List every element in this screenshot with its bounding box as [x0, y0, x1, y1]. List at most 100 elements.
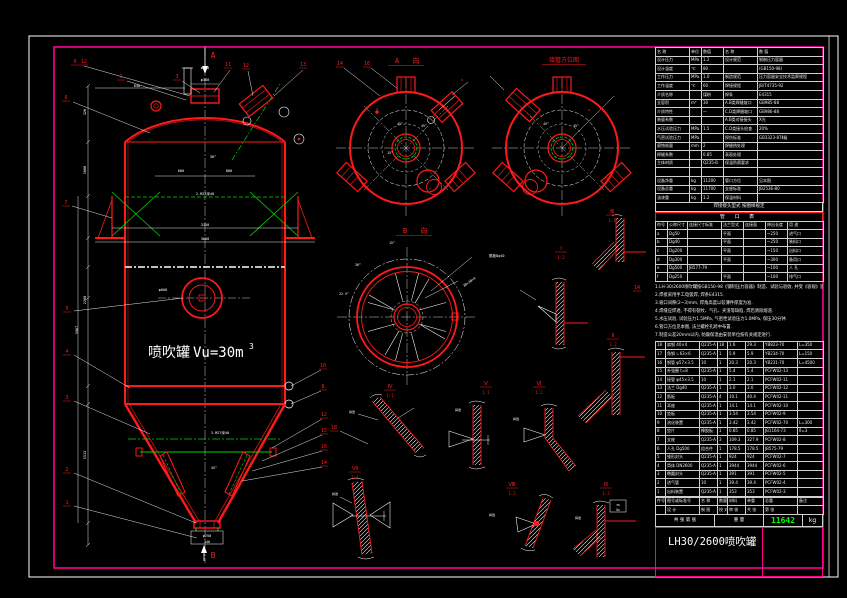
spokes [367, 273, 447, 361]
cell [797, 478, 824, 488]
dim-text: 36 [616, 503, 620, 507]
cell [689, 158, 702, 169]
cell: PCFW02-4 [763, 478, 798, 488]
cell: 1.2 [701, 55, 724, 66]
cell: 924 [727, 452, 746, 463]
cell: 见本图 [757, 175, 824, 186]
view-a-title-dir: 向 [413, 56, 420, 65]
cell: 工作温度 [655, 81, 690, 91]
cell: 工作压力 [655, 72, 690, 83]
cell: 腐蚀裕量 [655, 141, 690, 152]
cell: 1.0 [701, 72, 724, 83]
cell: MPa [689, 132, 702, 143]
note-line: 5.水压试验, 试验压力1.5MPa, 气密性试验压力1.0MPa, 保压30分… [655, 317, 787, 323]
cell [687, 272, 722, 282]
vessel-elevation [71, 46, 399, 563]
cell: d [655, 255, 668, 265]
cell: Q235-A [699, 401, 718, 411]
cell: 法兰型式 [721, 220, 744, 231]
cell: PCFW02-9 [763, 409, 798, 420]
dim-text: 2-M27深40 [196, 191, 214, 196]
cell: 设备净重 [655, 175, 690, 186]
cell: 10 [655, 409, 666, 420]
detail-label: Ⅴ [484, 381, 488, 387]
cell: 第 张 [763, 505, 798, 515]
cell: 40.4 [745, 392, 764, 402]
cell: Dg40 [667, 237, 688, 248]
cell: Q235-A [699, 435, 718, 445]
leader-lines [71, 65, 399, 539]
cell: 出料口 [787, 246, 824, 257]
cell: 扁钢 40×4 [665, 340, 700, 351]
detail-label: Ⅶ [352, 466, 358, 472]
cell: 3 [717, 435, 728, 445]
cell: PCFW02-6 [763, 461, 798, 471]
dim-text: φ480 [201, 66, 209, 70]
cell: 压力容器安全技术监察规程 [757, 72, 824, 83]
cell: 探伤标准 [723, 132, 758, 143]
cell: 2 [701, 141, 724, 152]
dim-text: 5967 [75, 326, 79, 334]
dim-text: e [461, 78, 463, 82]
cell: 10.1 [727, 392, 746, 402]
view-a-title: A [395, 57, 400, 65]
cell: 油漆重 [655, 193, 690, 203]
cell [723, 167, 758, 177]
balloon: 1 [119, 74, 122, 80]
cell: 水压试验压力 [655, 124, 690, 134]
detail-label: Ⅵ [536, 381, 541, 387]
cell: 流化装置 [665, 418, 700, 428]
cell: 设备总重 [655, 184, 690, 195]
cell: 筒体 DN2600 [665, 461, 700, 471]
cell [797, 401, 824, 411]
dim-text: 22.5° [339, 292, 349, 296]
balloon: 16 [364, 61, 370, 67]
cell: 1 [717, 375, 728, 385]
cell: 16 [655, 358, 666, 368]
detail-scale: 1:2 [602, 491, 610, 496]
cell: Q235-A [699, 418, 718, 428]
note-line: 2.焊接采用手工电弧焊, 焊条E4315. [655, 292, 725, 298]
cell: 设 计 [665, 505, 700, 515]
cell: 391 [727, 469, 746, 480]
cell: 3944 [745, 461, 764, 471]
cell [797, 443, 824, 454]
balloon: 14 [337, 61, 343, 67]
dim-text: 1060 [83, 166, 87, 174]
cell: 1 [717, 452, 728, 463]
cell: 备用口 [787, 255, 824, 265]
cell: 气密试验压力 [655, 132, 690, 143]
cell: 1 [717, 401, 728, 411]
cell: 橡胶板 [699, 426, 718, 437]
cell: a [655, 229, 668, 239]
cell: 3 [655, 469, 666, 480]
cell: 1 [717, 409, 728, 420]
cell: 39.4 [745, 478, 764, 488]
detail-scale: 1:1 [351, 475, 359, 480]
cell [701, 115, 724, 126]
balloon: 2 [65, 467, 68, 473]
cell: JB1164-73 [763, 426, 798, 437]
detail-scale: 1:2 [557, 255, 565, 260]
cell: 平面 [721, 255, 744, 265]
cell: 数值 [701, 47, 724, 57]
cell: 焊接规程 [723, 81, 758, 91]
cell: 钢管 φ57×3.5 [665, 358, 700, 368]
nozzle-orientation-view [489, 75, 632, 218]
cell: 连接面 [743, 220, 766, 231]
cell: 327.9 [745, 435, 764, 445]
cell: 80 [701, 64, 724, 74]
cell: — [701, 107, 724, 117]
cell: PCFW02-8 [763, 435, 798, 445]
cell [797, 452, 824, 463]
dim-text: 15° [387, 151, 393, 155]
cell: 2.1 [727, 375, 746, 385]
dim-text: φ250 [203, 534, 211, 538]
cell [797, 469, 824, 480]
cell [689, 115, 702, 126]
cell: JB/T4735-92 [757, 81, 824, 91]
dim-text: 1513 [83, 451, 87, 459]
cell: 0.85 [727, 426, 746, 437]
balloon: 8 [321, 384, 324, 390]
bottom-outlet [190, 520, 224, 545]
